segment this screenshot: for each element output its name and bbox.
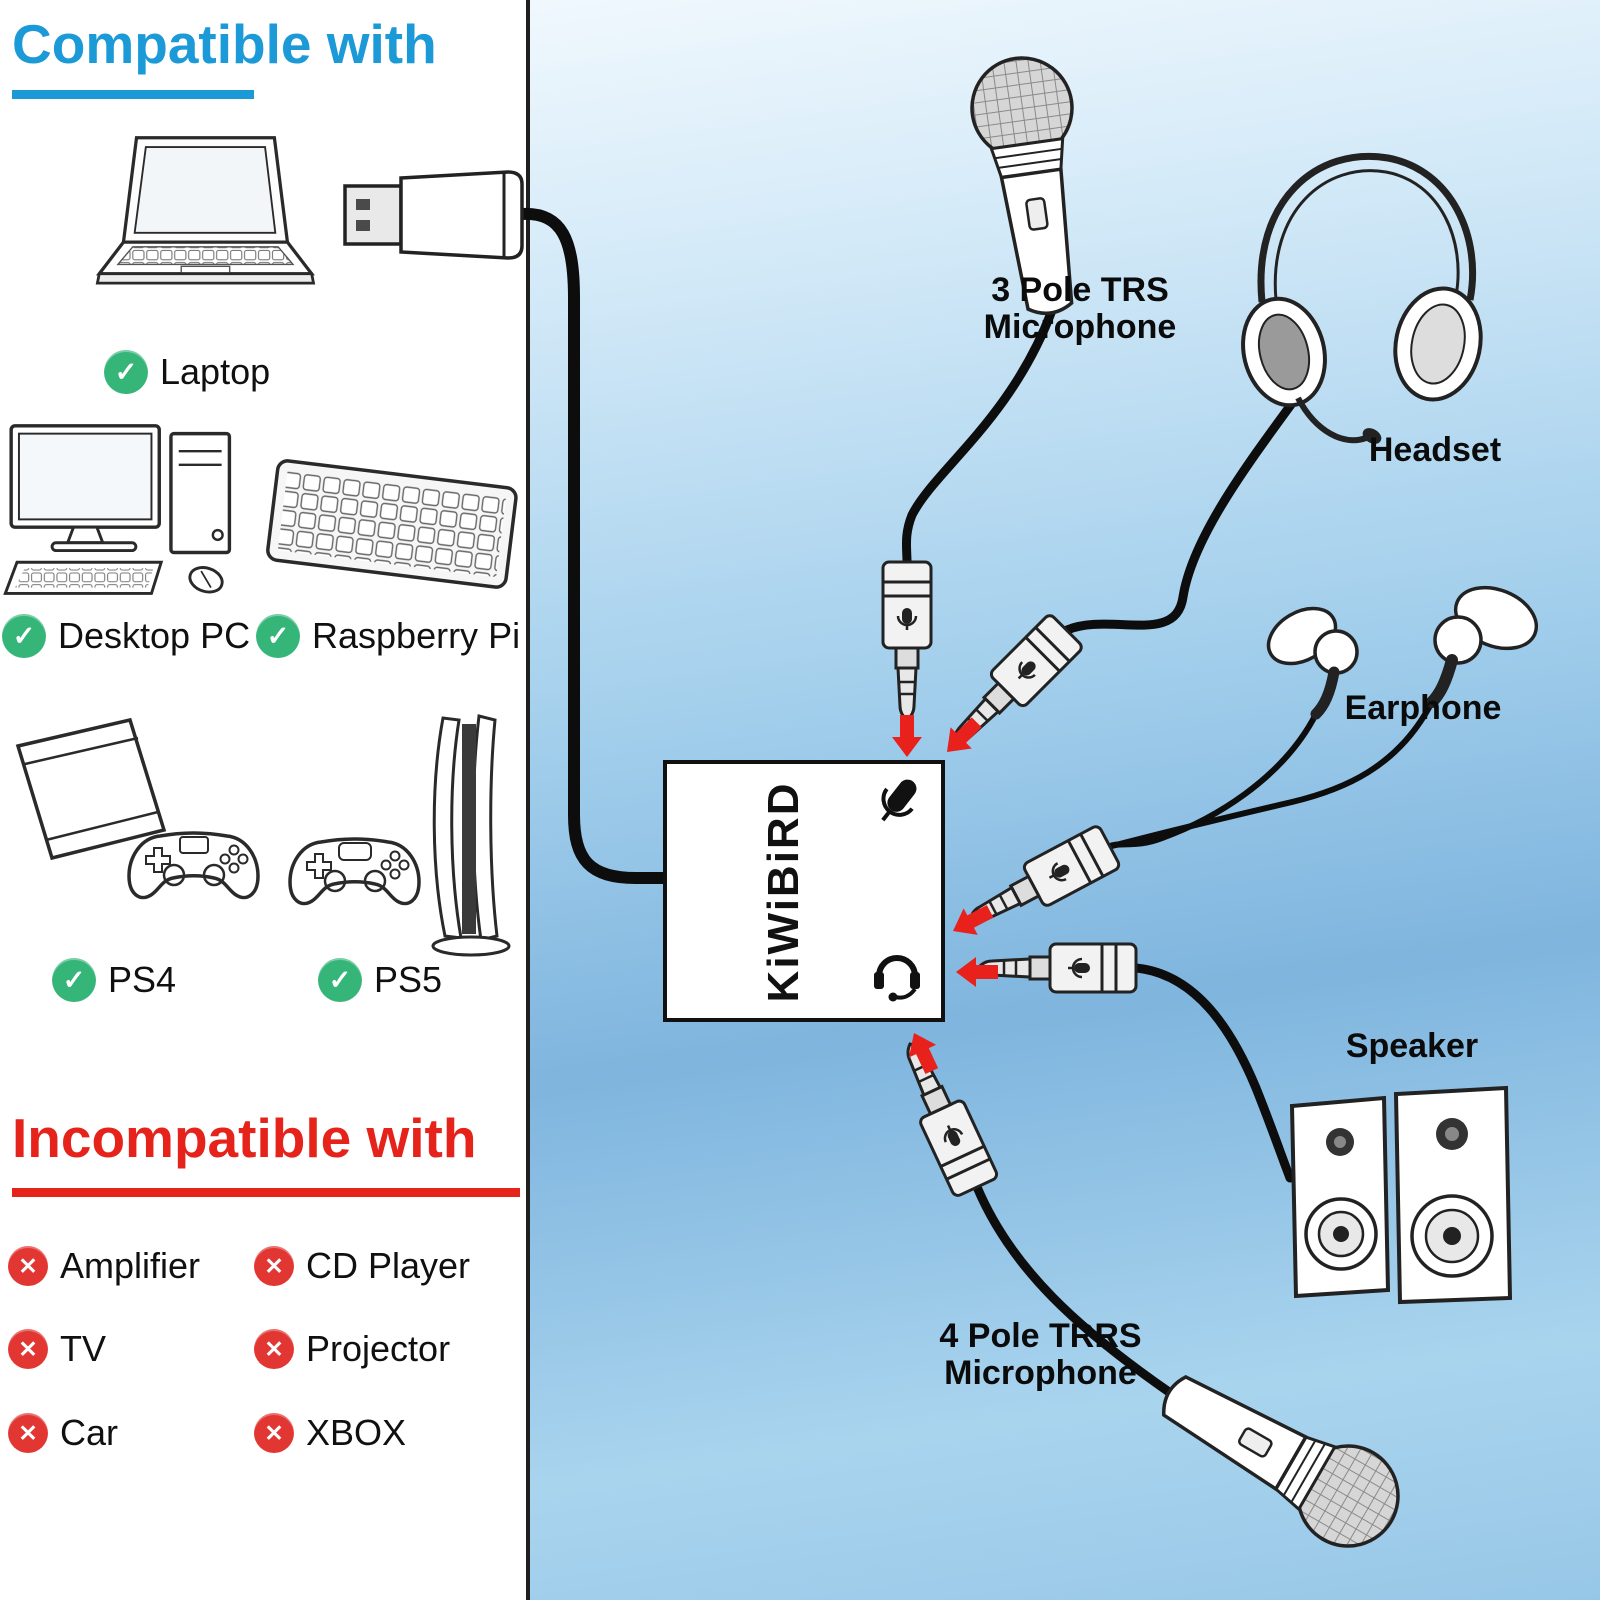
mic3-label: 3 Pole TRS Microphone xyxy=(950,271,1210,347)
compatible-item-raspberry-pi: ✓ Raspberry Pi xyxy=(256,614,520,658)
cross-icon: ✕ xyxy=(254,1413,294,1453)
compatible-item-desktop-pc: ✓ Desktop PC xyxy=(2,614,250,658)
compatible-item-label: Raspberry Pi xyxy=(312,615,521,656)
incompatible-item-projector: ✕ Projector xyxy=(254,1328,450,1370)
incompatible-item-xbox: ✕ XBOX xyxy=(254,1412,406,1454)
mic3-label-line1: 3 Pole TRS xyxy=(991,271,1169,309)
speaker-label-text: Speaker xyxy=(1345,1027,1479,1065)
incompatible-item-amplifier: ✕ Amplifier xyxy=(8,1245,200,1287)
check-icon: ✓ xyxy=(52,958,96,1002)
cross-icon: ✕ xyxy=(8,1329,48,1369)
cross-icon: ✕ xyxy=(8,1246,48,1286)
headset-label-text: Headset xyxy=(1368,431,1502,469)
cross-icon: ✕ xyxy=(254,1329,294,1369)
speaker-label: Speaker xyxy=(1312,1027,1512,1065)
earphone-label-text: Earphone xyxy=(1344,689,1502,727)
compatible-title-underline xyxy=(12,90,254,99)
incompatible-title: Incompatible with xyxy=(12,1107,477,1169)
check-icon: ✓ xyxy=(256,614,300,658)
check-icon: ✓ xyxy=(318,958,362,1002)
desktop-pc-illustration xyxy=(3,424,232,595)
incompatible-item-tv: ✕ TV xyxy=(8,1328,106,1370)
mic3-label-line2: Microphone xyxy=(983,308,1177,347)
compatible-item-label: PS4 xyxy=(108,959,177,1000)
compatible-item-label: PS5 xyxy=(374,959,443,1000)
incompatible-item-label: XBOX xyxy=(306,1412,407,1453)
incompatible-item-car: ✕ Car xyxy=(8,1412,118,1454)
incompatible-item-cd-player: ✕ CD Player xyxy=(254,1245,470,1287)
headset-label: Headset xyxy=(1335,431,1535,469)
cross-icon: ✕ xyxy=(254,1246,294,1286)
earphone-label: Earphone xyxy=(1318,689,1528,727)
compatible-item-label: Laptop xyxy=(160,351,271,392)
check-icon: ✓ xyxy=(2,614,46,658)
incompatible-item-label: TV xyxy=(60,1328,107,1369)
check-icon: ✓ xyxy=(104,350,148,394)
compatible-title: Compatible with xyxy=(12,13,437,75)
mic4-label-line2: Microphone xyxy=(944,1354,1137,1393)
mic4-label: 4 Pole TRRS Microphone xyxy=(918,1317,1163,1393)
incompatible-item-label: Amplifier xyxy=(60,1245,201,1286)
compatible-item-laptop: ✓ Laptop xyxy=(104,350,270,394)
incompatible-item-label: Car xyxy=(60,1412,119,1453)
compatible-item-label: Desktop PC xyxy=(58,615,251,656)
ps5-illustration xyxy=(288,714,511,957)
mic4-label-line1: 4 Pole TRRS xyxy=(939,1317,1142,1355)
incompatible-item-label: CD Player xyxy=(306,1245,471,1286)
compatible-item-ps5: ✓ PS5 xyxy=(318,958,442,1002)
laptop-illustration xyxy=(95,136,316,285)
cross-icon: ✕ xyxy=(8,1413,48,1453)
compatible-item-ps4: ✓ PS4 xyxy=(52,958,176,1002)
incompatible-title-underline xyxy=(12,1188,520,1197)
raspberry-pi-keyboard-illustration xyxy=(266,459,518,589)
ps4-illustration xyxy=(15,717,260,900)
incompatible-item-label: Projector xyxy=(306,1328,451,1369)
compatibility-panel: Compatible with ✓ Laptop xyxy=(0,0,530,1600)
